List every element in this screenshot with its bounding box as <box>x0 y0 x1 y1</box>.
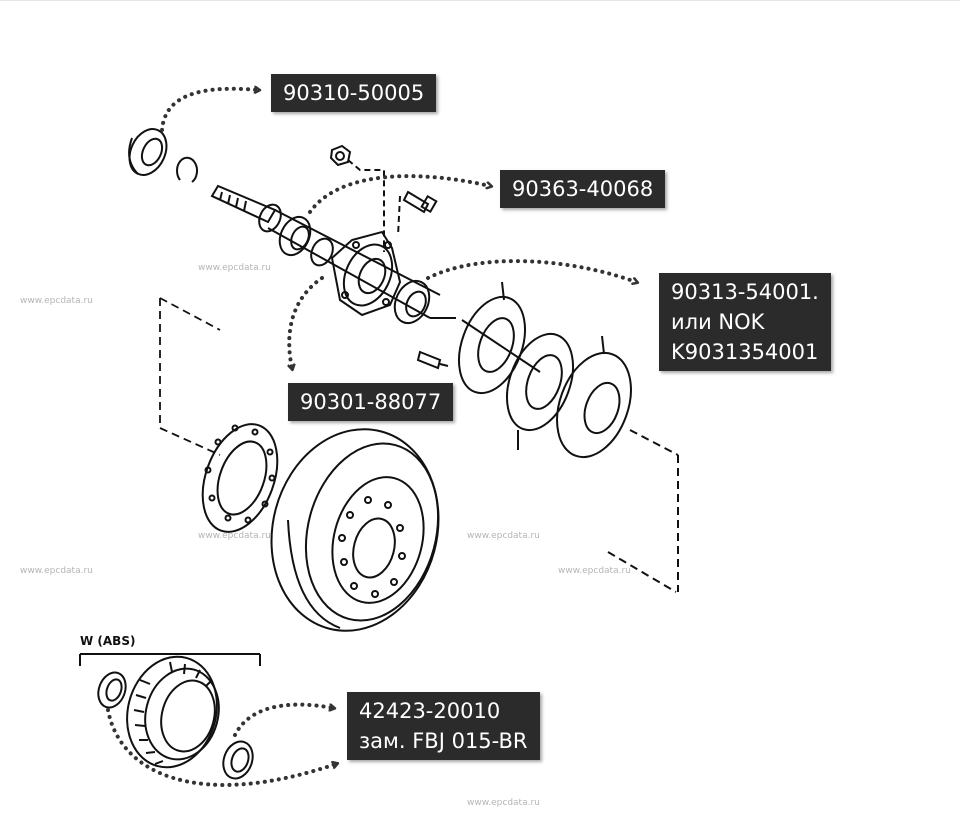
hub-gasket-ring <box>201 423 279 533</box>
bearing-retainer-part <box>330 230 402 317</box>
callout-seal-outer-text: 90310-50005 <box>283 81 425 105</box>
callout-oil-seal-text: 90301-88077 <box>300 390 442 414</box>
watermark: www.epcdata.ru <box>20 296 93 306</box>
snap-ring-part <box>176 156 198 183</box>
watermark: www.epcdata.ru <box>467 531 540 541</box>
callout-seal-hub-line1: 90313-54001. <box>671 280 819 304</box>
watermark: www.epcdata.ru <box>198 531 271 541</box>
assembly-guide-lines <box>159 297 221 456</box>
callout-abs-ring-line1: 42423-20010 <box>359 699 501 723</box>
callout-bolt-text: 90363-40068 <box>512 177 654 201</box>
abs-bracket <box>79 653 261 666</box>
watermark: www.epcdata.ru <box>20 566 93 576</box>
watermark: www.epcdata.ru <box>198 263 271 273</box>
callout-abs-ring: 42423-20010 зам. FBJ 015-BR <box>347 692 540 760</box>
hub-cover-plate <box>556 335 679 593</box>
outer-seal-part <box>128 128 168 176</box>
abs-small-seal-part <box>222 740 254 780</box>
abs-section-label: W (ABS) <box>80 634 136 648</box>
abs-seal-part <box>97 671 127 709</box>
small-bolt-part <box>416 350 449 370</box>
callout-seal-hub: 90313-54001. или NOK K9031354001 <box>659 273 831 371</box>
callout-abs-ring-line2: зам. FBJ 015-BR <box>359 729 528 753</box>
gasket-plate-2 <box>506 332 574 450</box>
abs-tone-ring-part <box>126 655 220 769</box>
bolt-part <box>397 190 438 237</box>
brake-drum-part <box>270 428 440 632</box>
callout-seal-hub-line3: K9031354001 <box>671 340 819 364</box>
callout-seal-hub-line2: или NOK <box>671 310 765 334</box>
watermark: www.epcdata.ru <box>558 566 631 576</box>
callout-bolt: 90363-40068 <box>500 170 666 208</box>
watermark: www.epcdata.ru <box>467 798 540 808</box>
hub-seal-part <box>393 279 456 325</box>
callout-oil-seal: 90301-88077 <box>288 383 454 421</box>
callout-seal-outer: 90310-50005 <box>271 74 437 112</box>
callout-arrows <box>106 89 636 787</box>
axle-shaft-part <box>210 184 441 319</box>
nut-part <box>329 144 385 252</box>
